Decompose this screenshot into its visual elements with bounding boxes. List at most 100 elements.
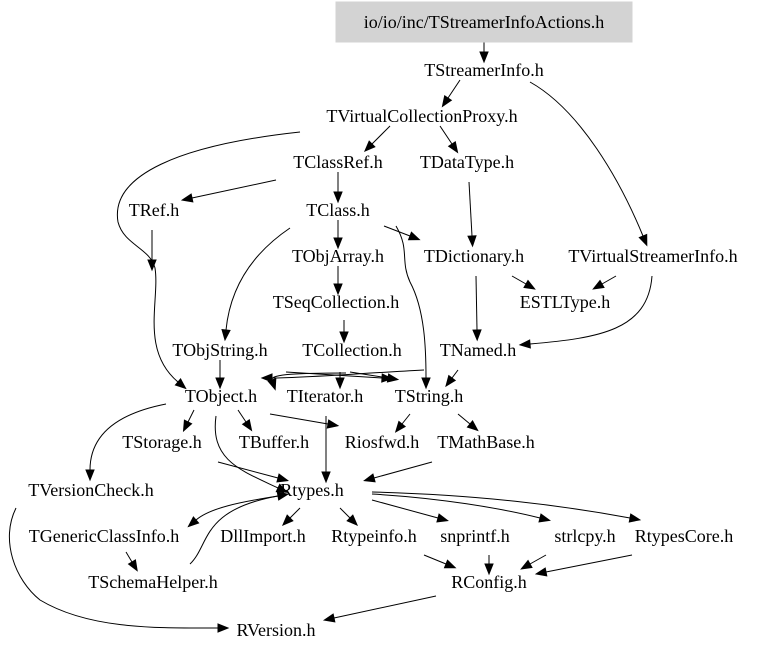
node-label[interactable]: TVersionCheck.h [28,480,153,500]
node-Riosfwd[interactable]: Riosfwd.h [345,432,420,452]
node-TMathBase[interactable]: TMathBase.h [437,432,534,452]
arrowhead-icon [394,420,407,433]
node-label[interactable]: io/io/inc/TStreamerInfoActions.h [364,12,604,32]
node-strlcpy[interactable]: strlcpy.h [554,526,615,546]
node-label[interactable]: strlcpy.h [554,526,615,546]
arrowhead-icon [534,567,548,577]
node-label[interactable]: snprintf.h [440,526,510,546]
node-label[interactable]: TString.h [395,386,464,406]
edge-TCollection-to-TString [349,371,400,383]
node-label[interactable]: Riosfwd.h [345,432,420,452]
node-label[interactable]: ESTLType.h [520,292,611,312]
node-TString[interactable]: TString.h [395,386,464,406]
arrowhead-icon [187,516,200,528]
edge-line [423,554,447,565]
node-label[interactable]: TNamed.h [440,340,516,360]
edge-TSchemaHelper-to-Rtypes [189,491,290,565]
arrowhead-icon [436,513,449,523]
arrowhead-icon [333,191,343,204]
node-label[interactable]: RtypesCore.h [635,526,734,546]
node-label[interactable]: TCollection.h [302,340,401,360]
node-label[interactable]: TStreamerInfo.h [424,60,543,80]
edge-Rtypes-to-TGenericClassInfo [187,495,279,528]
node-TStorage[interactable]: TStorage.h [122,432,201,452]
node-ESTLType[interactable]: ESTLType.h [520,292,611,312]
node-label[interactable]: TObjArray.h [292,246,384,266]
node-TObject[interactable]: TObject.h [185,386,257,406]
node-snprintf[interactable]: snprintf.h [440,526,510,546]
node-root[interactable]: io/io/inc/TStreamerInfoActions.h [335,1,633,43]
node-TVersionCheck[interactable]: TVersionCheck.h [28,480,153,500]
arrowhead-icon [182,419,193,433]
node-RConfig[interactable]: RConfig.h [451,572,527,592]
node-label[interactable]: TVirtualCollectionProxy.h [326,106,517,126]
edge-TClass-to-TObjString [221,227,291,342]
arrowhead-icon [638,233,648,247]
node-label[interactable]: TSeqCollection.h [273,292,399,312]
edge-line [187,409,195,423]
node-label[interactable]: TIterator.h [287,386,363,406]
arrowhead-icon [127,559,138,572]
edge-line [371,493,541,519]
node-TGenericClassInfo[interactable]: TGenericClassInfo.h [29,526,179,546]
node-TSchemaHelper[interactable]: TSchemaHelper.h [88,572,217,592]
node-TDataType[interactable]: TDataType.h [420,152,514,172]
node-TRef[interactable]: TRef.h [129,200,179,220]
node-label[interactable]: TObjString.h [172,340,267,360]
node-TCollection[interactable]: TCollection.h [302,340,401,360]
node-label[interactable]: TDictionary.h [424,246,524,266]
arrowhead-icon [85,469,95,482]
node-TVirtualCollectionProxy[interactable]: TVirtualCollectionProxy.h [326,106,517,126]
edge-TGenericClassInfo-to-TSchemaHelper [125,551,138,572]
node-TIterator[interactable]: TIterator.h [287,386,363,406]
node-DllImport[interactable]: DllImport.h [220,526,306,546]
node-label[interactable]: Rtypeinfo.h [331,526,417,546]
edge-TVersionCheck-to-RVersion [8,507,230,633]
edge-TObject-to-Rtypes [214,415,289,493]
node-label[interactable]: Rtypes.h [280,480,344,500]
node-label[interactable]: TBuffer.h [239,432,309,452]
arrowhead-icon [628,513,642,523]
edge-line [373,461,433,479]
node-TVirtualStreamerInfo[interactable]: TVirtualStreamerInfo.h [568,246,737,266]
node-label[interactable]: DllImport.h [220,526,306,546]
edge-TVirtualStreamerInfo-to-TNamed [518,275,653,349]
node-label[interactable]: TClassRef.h [293,152,383,172]
edge-line [545,554,633,573]
node-label[interactable]: TStorage.h [122,432,201,452]
node-TBuffer[interactable]: TBuffer.h [239,432,309,452]
node-label[interactable]: TSchemaHelper.h [88,572,217,592]
node-TSeqCollection[interactable]: TSeqCollection.h [273,292,399,312]
node-Rtypes[interactable]: Rtypes.h [280,480,344,500]
node-TStreamerInfo[interactable]: TStreamerInfo.h [424,60,543,80]
edge-TStorage-to-Rtypes [217,461,289,483]
node-TObjString[interactable]: TObjString.h [172,340,267,360]
node-TObjArray[interactable]: TObjArray.h [292,246,384,266]
arrowhead-icon [276,491,290,501]
node-label[interactable]: TMathBase.h [437,432,534,452]
edge-line [601,275,617,285]
node-label[interactable]: TDataType.h [420,152,514,172]
edge-line [225,227,291,331]
node-label[interactable]: RConfig.h [451,572,527,592]
arrowhead-icon [321,471,331,484]
node-label[interactable]: TObject.h [185,386,257,406]
node-label[interactable]: TVirtualStreamerInfo.h [568,246,737,266]
edge-TNamed-to-TString [445,369,459,388]
edge-TVirtualCollectionProxy-to-TClassRef [363,125,391,153]
node-TClassRef[interactable]: TClassRef.h [293,152,383,172]
arrowhead-icon [484,563,494,576]
node-TClass[interactable]: TClass.h [306,200,370,220]
node-label[interactable]: TClass.h [306,200,370,220]
node-label[interactable]: TGenericClassInfo.h [29,526,179,546]
node-RtypesCore[interactable]: RtypesCore.h [635,526,734,546]
node-label[interactable]: TRef.h [129,200,179,220]
edge-line [468,181,473,237]
node-RVersion[interactable]: RVersion.h [236,620,315,640]
node-TNamed[interactable]: TNamed.h [440,340,516,360]
node-TDictionary[interactable]: TDictionary.h [424,246,524,266]
node-Rtypeinfo[interactable]: Rtypeinfo.h [331,526,417,546]
node-label[interactable]: RVersion.h [236,620,315,640]
edge-TIterator-to-Rtypes [321,416,331,484]
